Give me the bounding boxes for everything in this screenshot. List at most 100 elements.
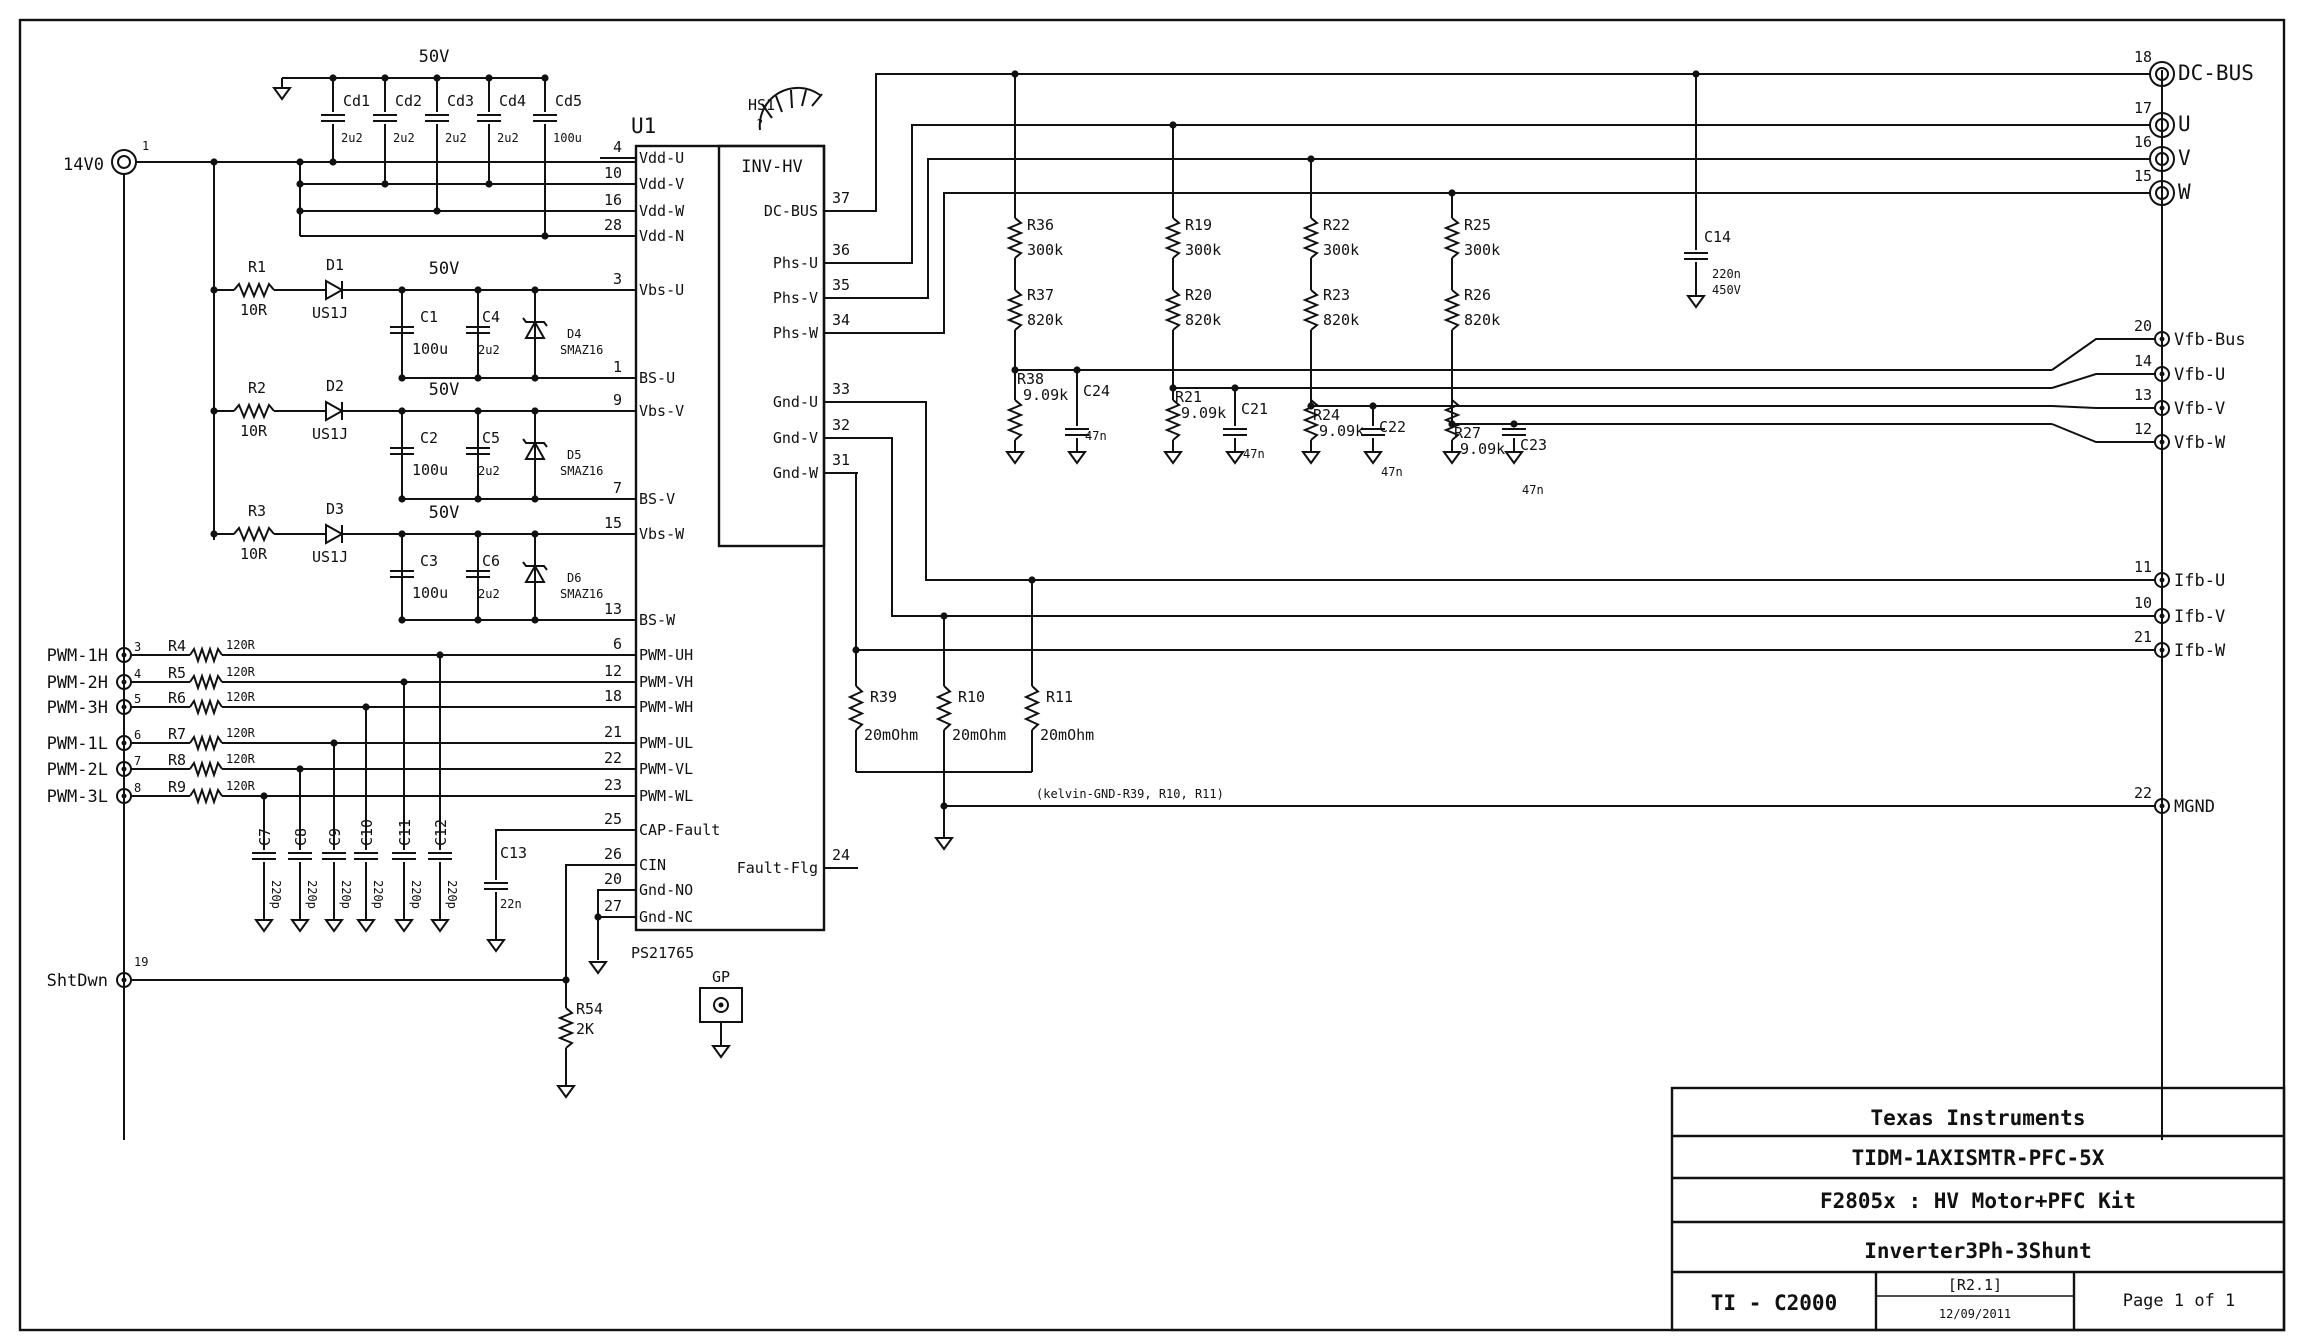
resistor-ref: R36: [1027, 216, 1054, 234]
junction-dot: [296, 180, 304, 188]
cap-ref: C8: [292, 828, 310, 846]
phase-u-wire: [858, 124, 2150, 264]
pin-name: PWM-UH: [639, 646, 693, 664]
pin-number: 13: [604, 600, 622, 618]
pwm-resistor: [189, 786, 223, 806]
components: [111, 61, 2286, 1332]
pin-number: 26: [604, 845, 622, 863]
pin-number: 33: [832, 380, 850, 398]
ic-u1-inner: [717, 144, 826, 548]
terminal-pin: [2155, 118, 2169, 132]
ground-symbol: [430, 919, 450, 933]
cap-ref: C12: [432, 819, 450, 846]
cap-ref: C5: [482, 429, 500, 447]
connector-pin: [2154, 366, 2170, 382]
connector-pin-number: 20: [2134, 317, 2152, 335]
resistor-value: 2K: [576, 1020, 594, 1038]
divider-resistor-top: [1443, 217, 1461, 259]
junction-dot: [485, 180, 493, 188]
diode-ref: D1: [326, 256, 344, 274]
pin-name: BS-V: [639, 490, 675, 508]
cap-value: 100u: [412, 584, 448, 602]
diode-ref: D2: [326, 377, 344, 395]
connector-pin-number: 12: [2134, 420, 2152, 438]
title-revision: [R2.1]: [1948, 1276, 2002, 1294]
resistor-ref: R54: [576, 1000, 603, 1018]
cap-ref: Cd3: [447, 92, 474, 110]
connector-pin-number: 17: [2134, 99, 2152, 117]
pin-name: Vdd-N: [639, 227, 684, 245]
heatsink-value: ?: [756, 117, 763, 131]
title-block: [1670, 1086, 2286, 1332]
pin-name: Gnd-NC: [639, 908, 693, 926]
labels: U1INV-HVPS217654Vdd-U10Vdd-V16Vdd-W28Vdd…: [47, 47, 2254, 1321]
ground-symbol: [556, 1085, 576, 1099]
zener-ref: D5: [567, 448, 581, 462]
pin-name: Vbs-V: [639, 402, 684, 420]
pin-name: Vbs-W: [639, 525, 685, 543]
cap-ref: C10: [358, 819, 376, 846]
resistor-value: 10R: [240, 545, 268, 563]
phase-w-wire: [858, 192, 2150, 334]
junction-dot: [296, 207, 304, 215]
cap-ref: C24: [1083, 382, 1110, 400]
connector-pin: [116, 788, 132, 804]
connector-pin: [2159, 803, 2165, 809]
resistor-ref: R27: [1454, 424, 1481, 442]
resistor-value: 300k: [1027, 241, 1063, 259]
pin-number: 34: [832, 311, 850, 329]
pin-number: 25: [604, 810, 622, 828]
connector-label: Ifb-W: [2174, 641, 2226, 661]
cap-voltage: 450V: [1712, 283, 1741, 297]
connector-pin: [2159, 647, 2165, 653]
pin-number: 15: [604, 514, 622, 532]
cap-value: 100u: [553, 131, 582, 145]
connector-pin: [2159, 336, 2165, 342]
resistor-value: 20mOhm: [864, 726, 918, 744]
resistor-value: 120R: [226, 665, 256, 679]
cap-value: 2u2: [497, 131, 519, 145]
pwm-input-label: PWM-3L: [47, 787, 108, 807]
pwm-input-label: PWM-1H: [47, 646, 108, 666]
ic-name: INV-HV: [741, 157, 802, 177]
bootstrap-zener: [522, 317, 548, 327]
bootstrap-zener: [522, 561, 548, 571]
divider-resistor-mid: [1164, 289, 1182, 331]
connector-label: W: [2178, 180, 2191, 204]
pin-number: 3: [134, 640, 141, 654]
pin-name: Gnd-U: [773, 393, 818, 411]
bootstrap-diode: [325, 400, 345, 422]
heatsink-fin: [811, 93, 823, 107]
cap-ref: Cd1: [343, 92, 370, 110]
cap-fault-wire: [495, 829, 636, 880]
resistor-ref: R19: [1185, 216, 1212, 234]
pin-name: Phs-W: [773, 324, 819, 342]
connector-label: Vfb-V: [2174, 399, 2225, 419]
pin-number: 32: [832, 416, 850, 434]
decoupling-voltage: 50V: [419, 47, 450, 67]
supply-pin-number: 1: [142, 139, 149, 153]
resistor-ref: R20: [1185, 286, 1212, 304]
kelvin-note: (kelvin-GND-R39, R10, R11): [1036, 787, 1224, 801]
cap-ref: C9: [326, 828, 344, 846]
resistor-ref: R6: [168, 689, 186, 707]
ground-symbol: [711, 1045, 731, 1059]
ground-symbol: [1686, 295, 1706, 309]
shunt-resistor: [935, 685, 953, 731]
title-kit: F2805x : HV Motor+PFC Kit: [1820, 1189, 2136, 1213]
ground-symbol: [1442, 451, 1462, 465]
pin-name: BS-U: [639, 369, 675, 387]
connector-pin-number: 18: [2134, 48, 2152, 66]
pin-number: 6: [613, 635, 622, 653]
resistor-ref: R25: [1464, 216, 1491, 234]
connector-pin: [116, 674, 132, 690]
connector-pin: [121, 793, 127, 799]
heatsink-fin: [761, 103, 773, 119]
bootstrap-zener: [524, 563, 546, 583]
gp-terminal: [699, 987, 743, 1023]
resistor-value: 300k: [1323, 241, 1359, 259]
r54-resistor: [557, 1007, 575, 1049]
sheet-border: [18, 18, 2286, 1332]
junction-dot: [541, 232, 549, 240]
ground-symbol: [1504, 451, 1524, 465]
